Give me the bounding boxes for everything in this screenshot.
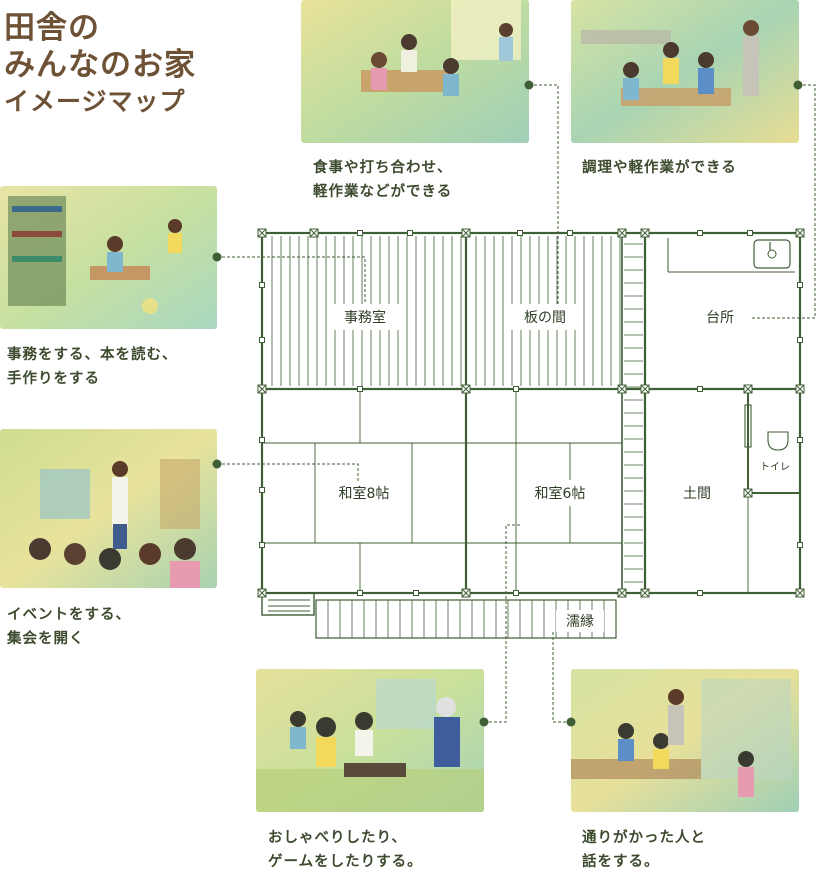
title-line-3: イメージマップ (4, 87, 186, 117)
outer-wall (260, 231, 802, 595)
leader-lines (217, 84, 816, 723)
kitchen-counter (667, 238, 795, 273)
caption-game: おしゃべりしたり、 ゲームをしたりする。 (268, 830, 423, 870)
photo-game (256, 669, 484, 812)
room-engawa: 濡縁 (566, 614, 594, 630)
office-illustration (0, 186, 217, 329)
photo-office (0, 186, 217, 329)
photo-meal (301, 0, 529, 143)
title-line-1: 田舎の (4, 10, 100, 46)
caption-event: イベントをする、 集会を開く (7, 607, 131, 647)
meal-illustration (301, 0, 529, 143)
room-doma: 土間 (683, 486, 711, 502)
room-washitsu-6: 和室6帖 (535, 485, 586, 502)
photo-cooking (571, 0, 799, 143)
game-illustration (256, 669, 484, 812)
cooking-illustration (571, 0, 799, 143)
room-kitchen: 台所 (706, 310, 734, 326)
caption-meal: 食事や打ち合わせ、 軽作業などができる (313, 160, 453, 200)
toilet-wall (747, 388, 801, 494)
photo-talk (571, 669, 799, 812)
room-toilet: トイレ (760, 462, 790, 473)
caption-office: 事務をする、本を読む、 手作りをする (7, 347, 178, 387)
steps-outline (261, 592, 315, 616)
structural-posts (257, 228, 805, 598)
title-line-2: みんなのお家 (4, 46, 196, 83)
room-washitsu-8: 和室8帖 (339, 485, 390, 502)
tatami-lines (262, 389, 749, 593)
talk-illustration (571, 669, 799, 812)
engawa-outline (315, 599, 617, 639)
leader-dots (212, 80, 803, 727)
photo-event (0, 429, 217, 588)
wood-floor-stripes (271, 236, 621, 386)
caption-cooking: 調理や軽作業ができる (582, 160, 737, 176)
toilet-fixture (744, 404, 789, 451)
room-itanoma: 板の間 (524, 310, 566, 326)
room-office: 事務室 (344, 309, 386, 326)
page-title: 田舎の みんなのお家 イメージマップ (4, 10, 196, 117)
event-illustration (0, 429, 217, 588)
caption-talk: 通りがかった人と 話をする。 (582, 830, 706, 870)
corridor-ladder (624, 243, 643, 583)
